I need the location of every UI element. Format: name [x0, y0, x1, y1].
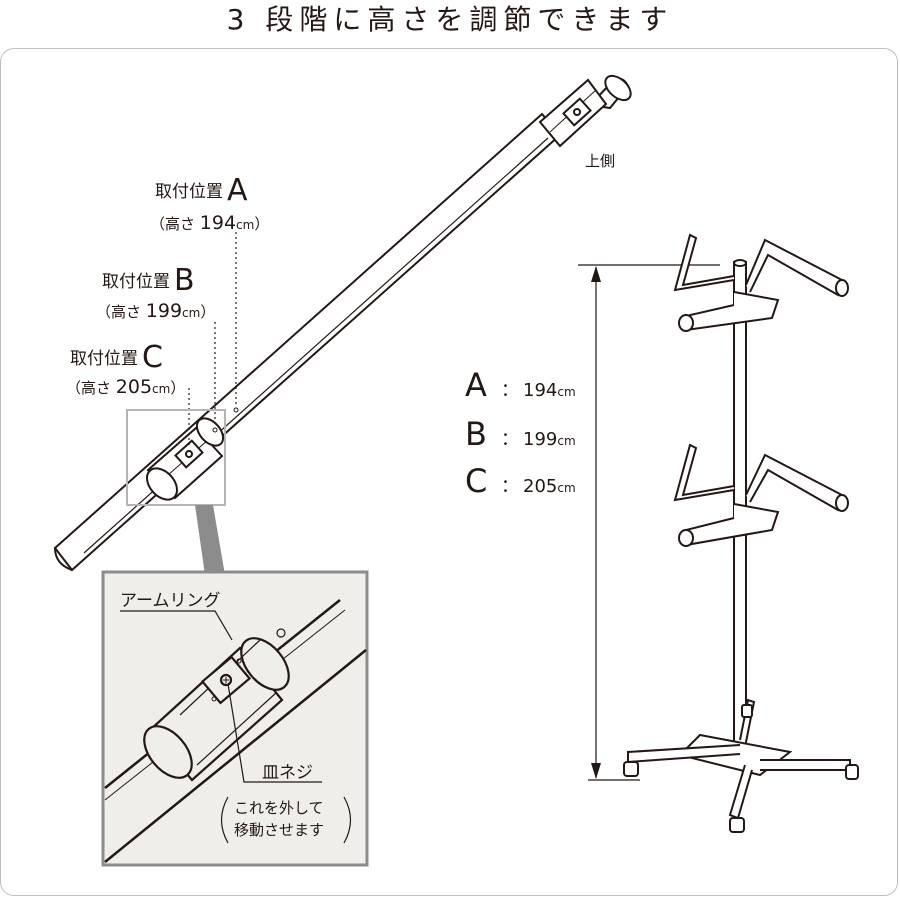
position-c-height: （高さ 205cm）: [66, 376, 186, 398]
page-title: 3 段階に高さを調節できます: [226, 3, 674, 36]
legend-row-b: B：199cm: [465, 415, 576, 453]
legend-row-c: C：205cm: [465, 462, 576, 500]
zoom-connector: [126, 409, 226, 575]
position-leaders: [188, 232, 237, 448]
position-b-height: （高さ 199cm）: [96, 300, 216, 322]
inset-detail: [101, 570, 369, 867]
rack-illustration: [578, 233, 859, 833]
position-a-height: （高さ 194cm）: [150, 212, 270, 234]
top-side-label: 上側: [585, 152, 616, 170]
pole-illustration: [53, 74, 632, 572]
screw-label: 皿ネジ: [262, 763, 313, 783]
content-frame: [0, 48, 898, 896]
arm-ring-label: アームリング: [120, 591, 221, 611]
legend-row-a: A：194cm: [465, 366, 576, 404]
screw-note-line2: 移動させます: [234, 821, 325, 839]
screw-note-line1: これを外して: [234, 799, 324, 817]
